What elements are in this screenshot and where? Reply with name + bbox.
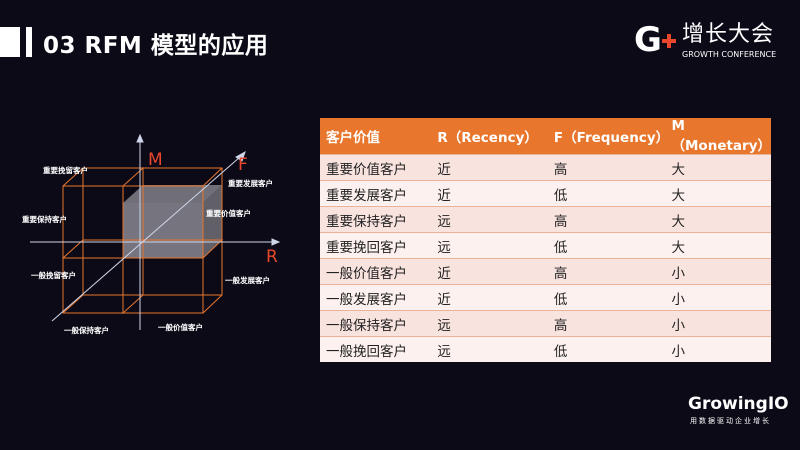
table-row: 重要保持客户远高大: [320, 206, 771, 233]
axis-f-label: F: [238, 155, 248, 175]
label-normal-develop: 一般发展客户: [225, 275, 270, 285]
label-important-value: 重要价值客户: [206, 208, 251, 218]
table-header: 客户价值 R（Recency） F（Frequency） M（Monetary）: [320, 118, 771, 155]
table-cell: 大: [665, 206, 771, 233]
table-cell: 小: [665, 310, 771, 337]
axis-r-label: R: [266, 247, 278, 267]
growth-conference-logo: G 增长大会 GROWTH CONFERENCE: [634, 22, 794, 62]
table-cell: 低: [547, 336, 666, 362]
table-cell: 小: [665, 336, 771, 362]
table-row: 一般价值客户近高小: [320, 258, 771, 285]
table-cell: 近: [431, 180, 548, 207]
table-cell: 一般发展客户: [320, 284, 432, 311]
growingio-slogan: 用数据驱动企业增长: [690, 417, 771, 425]
col-header: F（Frequency）: [547, 118, 669, 155]
table-cell: 重要价值客户: [320, 154, 432, 181]
table-cell: 一般挽回客户: [320, 336, 432, 362]
col-header: M（Monetary）: [665, 118, 771, 155]
table-cell: 低: [547, 180, 666, 207]
table-cell: 远: [431, 206, 548, 233]
title-bar: [26, 27, 32, 57]
label-normal-retain: 一般挽留客户: [31, 270, 76, 280]
table-cell: 小: [665, 284, 771, 311]
table-row: 重要挽回客户远低大: [320, 232, 771, 259]
table-cell: 低: [547, 232, 666, 259]
title-block: [0, 27, 20, 57]
label-important-keep: 重要保持客户: [22, 214, 67, 224]
growingio-logo: GrowingIO: [688, 394, 789, 414]
table-row: 重要价值客户近高大: [320, 154, 771, 181]
table-cell: 大: [665, 232, 771, 259]
table-cell: 小: [665, 258, 771, 285]
logo-cn: 增长大会: [682, 22, 775, 47]
table-cell: 近: [431, 154, 548, 181]
table-cell: 重要保持客户: [320, 206, 432, 233]
table-cell: 高: [547, 154, 666, 181]
table-cell: 远: [431, 310, 548, 337]
rfm-cube-diagram: M F R 重要挽留客户 重要发展客户 重要价值客户 重要保持客户 一般挽留客户…: [22, 133, 281, 335]
table-cell: 高: [547, 206, 666, 233]
logo-mark: G: [634, 20, 662, 60]
col-header: R（Recency）: [431, 118, 548, 155]
label-normal-keep: 一般保持客户: [64, 325, 109, 335]
col-header: 客户价值: [320, 118, 432, 155]
axis-m-label: M: [148, 150, 163, 170]
table-cell: 高: [547, 310, 666, 337]
table-cell: 远: [431, 336, 548, 362]
rfm-table: 客户价值 R（Recency） F（Frequency） M（Monetary）…: [320, 118, 771, 362]
plus-icon: [662, 34, 676, 48]
table-cell: 近: [431, 284, 548, 311]
table-cell: 一般价值客户: [320, 258, 432, 285]
table-cell: 重要发展客户: [320, 180, 432, 207]
table-cell: 近: [431, 258, 548, 285]
table-row: 一般发展客户近低小: [320, 284, 771, 311]
label-normal-value: 一般价值客户: [158, 322, 203, 332]
page-title: 03 RFM 模型的应用: [43, 33, 269, 59]
table-cell: 一般保持客户: [320, 310, 432, 337]
table-cell: 高: [547, 258, 666, 285]
table-row: 一般保持客户远高小: [320, 310, 771, 337]
table-cell: 大: [665, 180, 771, 207]
table-cell: 重要挽回客户: [320, 232, 432, 259]
table-row: 重要发展客户近低大: [320, 180, 771, 207]
table-cell: 低: [547, 284, 666, 311]
table-cell: 大: [665, 154, 771, 181]
table-row: 一般挽回客户远低小: [320, 336, 771, 362]
label-important-develop: 重要发展客户: [228, 178, 273, 188]
table-cell: 远: [431, 232, 548, 259]
logo-en: GROWTH CONFERENCE: [682, 50, 777, 59]
label-important-retain: 重要挽留客户: [43, 165, 88, 175]
